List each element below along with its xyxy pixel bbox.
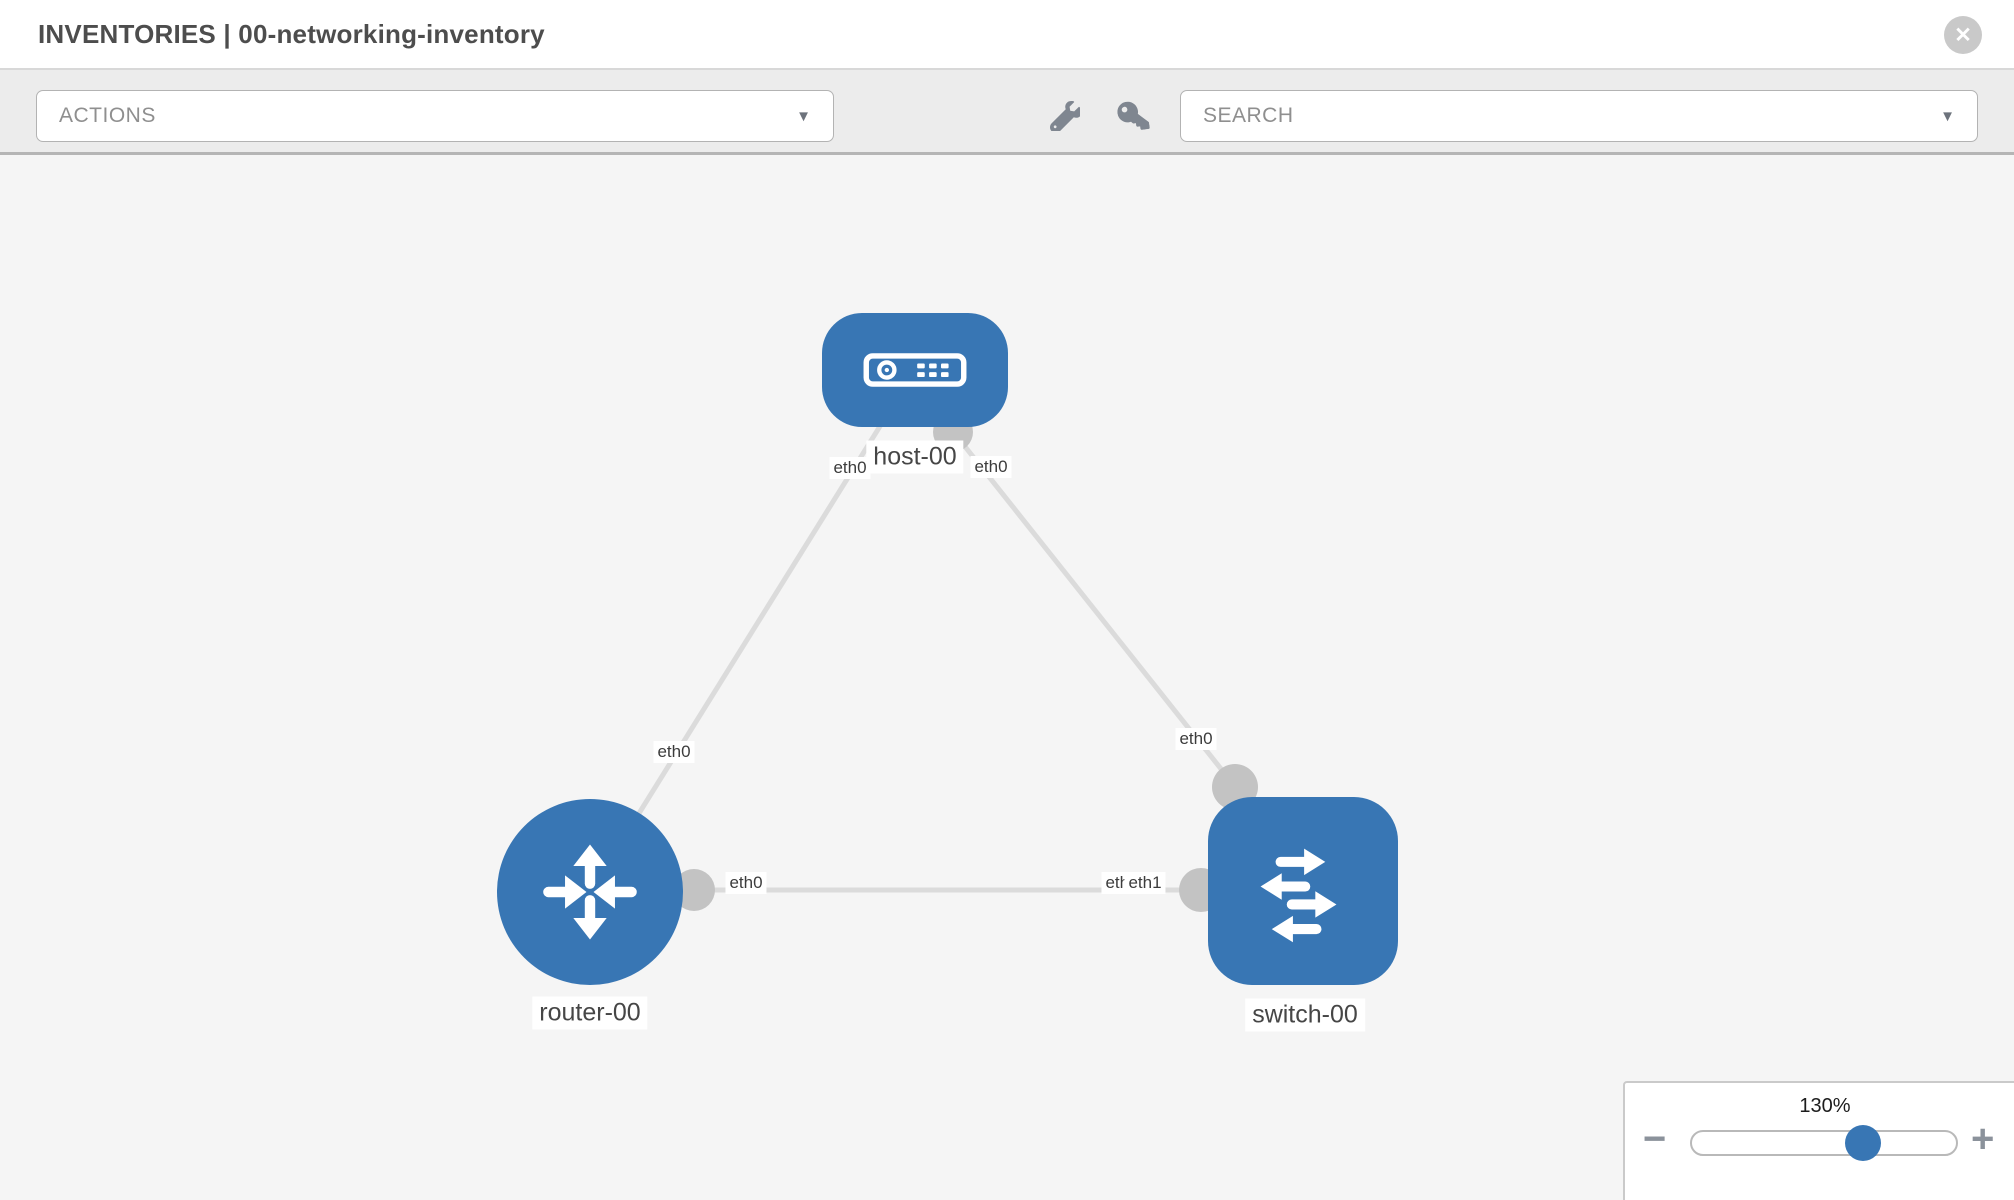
chevron-down-icon: ▼ bbox=[1940, 107, 1955, 125]
node-switch-00[interactable] bbox=[1208, 797, 1398, 985]
port-circle-router-right[interactable] bbox=[673, 869, 715, 911]
zoom-in-button[interactable]: + bbox=[1971, 1117, 1995, 1161]
node-label-switch: switch-00 bbox=[1245, 998, 1365, 1032]
zoom-level-value: 130% bbox=[1799, 1095, 1851, 1117]
page-title: INVENTORIES | 00-networking-inventory bbox=[38, 18, 545, 49]
node-host-00[interactable] bbox=[822, 313, 1008, 427]
node-router-00[interactable] bbox=[497, 799, 683, 985]
iface-label-host-right: eth0 bbox=[970, 456, 1012, 478]
iface-label-switch-top: eth0 bbox=[1175, 728, 1217, 750]
wrench-icon-glyph bbox=[1050, 101, 1080, 131]
chevron-down-icon: ▼ bbox=[796, 107, 811, 125]
iface-label-host-left: eth0 bbox=[829, 457, 871, 479]
key-icon[interactable] bbox=[1115, 98, 1151, 134]
zoom-slider-handle[interactable] bbox=[1845, 1125, 1881, 1161]
topology-canvas[interactable]: host-00 router-00 switch-00 eth0 eth0 et… bbox=[0, 155, 2014, 1200]
search-dropdown-label: SEARCH bbox=[1203, 104, 1294, 127]
zoom-control-panel: 130% − + bbox=[1623, 1081, 2014, 1200]
zoom-slider-track[interactable] bbox=[1690, 1130, 1958, 1156]
wrench-icon[interactable] bbox=[1047, 98, 1083, 134]
key-icon-glyph bbox=[1117, 101, 1150, 130]
header: INVENTORIES | 00-networking-inventory ✕ bbox=[0, 0, 2014, 70]
actions-dropdown-label: ACTIONS bbox=[59, 104, 156, 127]
iface-label-switch-left-front: eth1 bbox=[1124, 872, 1166, 894]
actions-dropdown[interactable]: ACTIONS ▼ bbox=[36, 90, 834, 142]
zoom-out-button[interactable]: − bbox=[1643, 1117, 1667, 1161]
close-icon: ✕ bbox=[1954, 23, 1972, 47]
node-label-host: host-00 bbox=[866, 440, 964, 474]
topology-links-layer bbox=[587, 368, 1303, 912]
host-icon bbox=[863, 353, 967, 387]
iface-label-router-right: eth0 bbox=[725, 872, 767, 894]
iface-label-router-top: eth0 bbox=[653, 741, 695, 763]
router-icon bbox=[543, 844, 637, 940]
switch-icon bbox=[1260, 848, 1337, 943]
search-dropdown[interactable]: SEARCH ▼ bbox=[1180, 90, 1978, 142]
node-label-router: router-00 bbox=[532, 996, 648, 1030]
close-button[interactable]: ✕ bbox=[1944, 16, 1982, 54]
toolbar: ACTIONS ▼ SEARCH ▼ bbox=[0, 70, 2014, 155]
